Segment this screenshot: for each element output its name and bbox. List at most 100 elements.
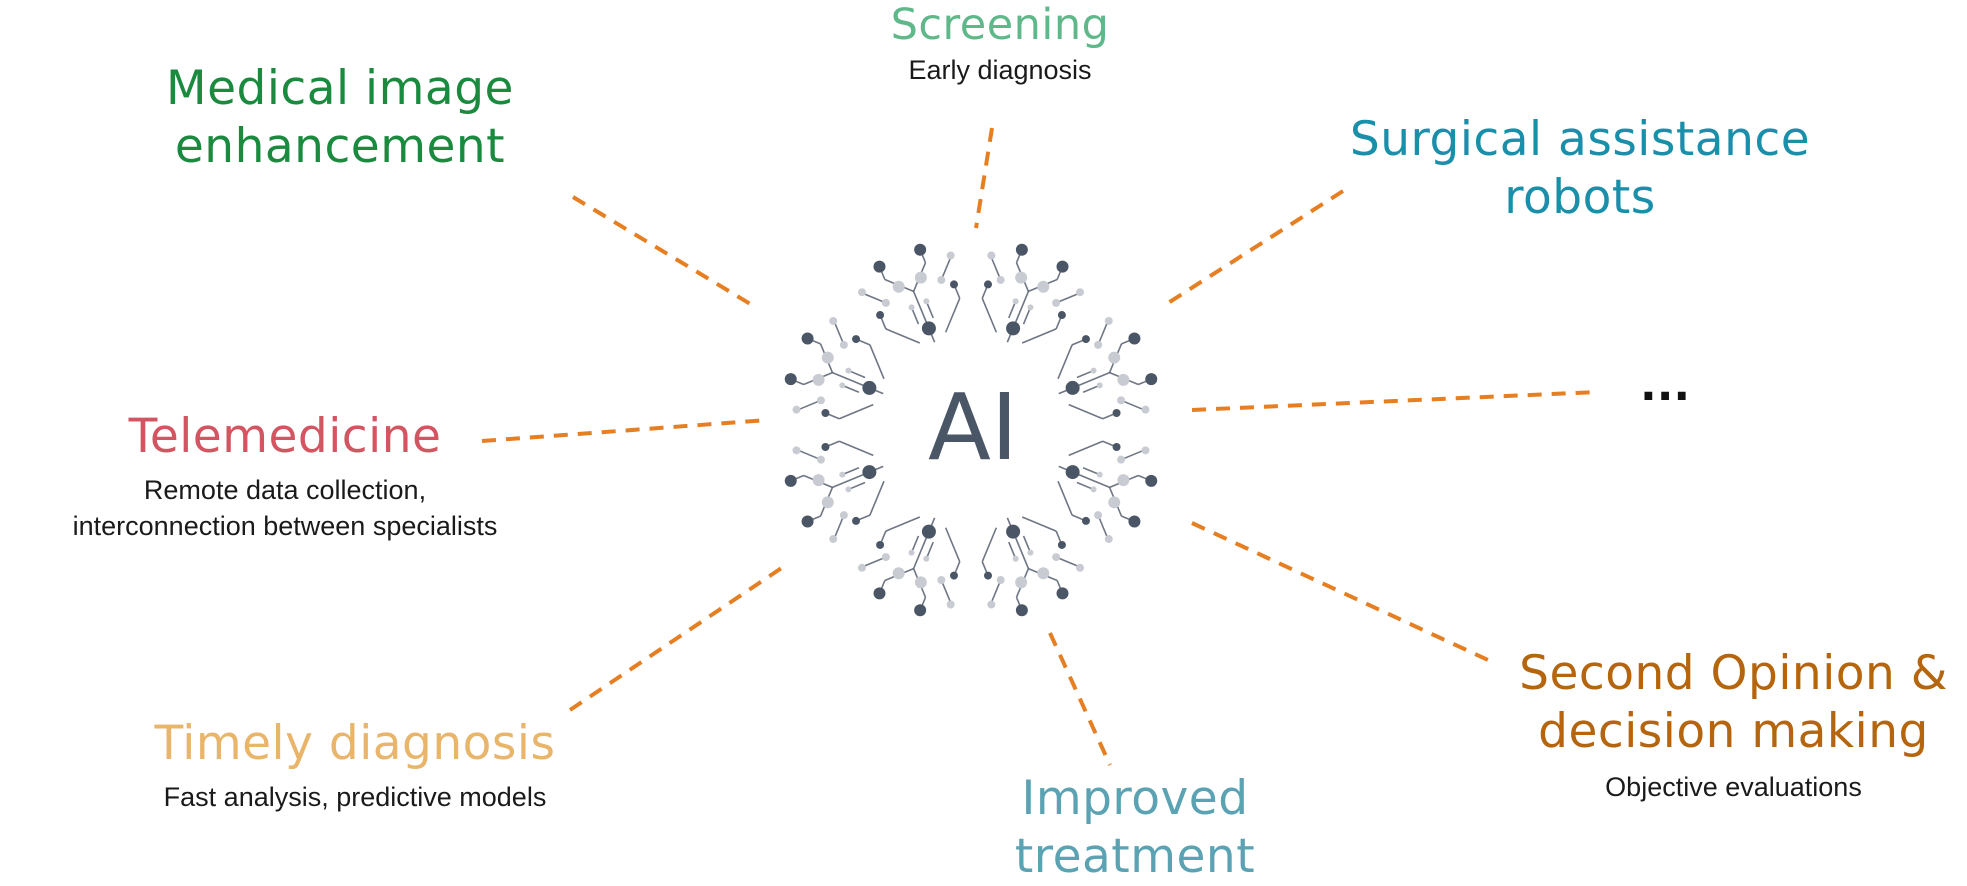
circuit-node (1056, 260, 1069, 273)
circuit-trace (990, 579, 1002, 604)
circuit-node (784, 373, 797, 386)
circuit-node-light (1117, 373, 1130, 386)
circuit-node-light (1037, 567, 1050, 580)
node-telemedicine: Telemedicine Remote data collection, int… (0, 408, 570, 544)
circuit-trace (1068, 403, 1104, 420)
circuit-trace (885, 328, 921, 344)
circuit-node-light (829, 316, 838, 325)
circuit-trace (1076, 481, 1093, 490)
circuit-node-light (892, 280, 905, 293)
node-surgical-assistance-robots: Surgical assistance robots (1320, 111, 1840, 227)
surgical-title-line2: robots (1504, 170, 1656, 225)
circuit-node-light (845, 367, 852, 374)
connector-surgical (1163, 189, 1345, 307)
timely-subtitle: Fast analysis, predictive models (163, 782, 547, 812)
screening-subtitle: Early diagnosis (908, 55, 1092, 85)
circuit-node-light (1090, 367, 1097, 374)
circuit-node (1006, 321, 1021, 336)
circuit-trace (1008, 541, 1017, 559)
circuit-node (876, 540, 885, 549)
connector-timely (568, 563, 788, 712)
circuit-node-light (987, 600, 996, 609)
circuit-trace (1055, 556, 1080, 568)
circuit-node-light (1108, 351, 1121, 364)
circuit-node-light (792, 446, 801, 455)
circuit-trace (842, 384, 860, 393)
circuit-node-light (914, 271, 927, 284)
circuit-node (801, 332, 814, 345)
circuit-node (1006, 524, 1021, 539)
circuit-node-light (908, 304, 915, 311)
connector-second-opinion (1191, 521, 1489, 662)
connector-screening (974, 127, 994, 229)
circuit-node-light (1104, 316, 1113, 325)
circuit-trace (838, 403, 874, 420)
circuit-node-light (1012, 298, 1019, 305)
circuit-node-light (1094, 340, 1103, 349)
circuit-node-light (812, 474, 825, 487)
circuit-node-light (839, 471, 846, 478)
circuit-node-light (839, 511, 848, 520)
circuit-node-light (816, 396, 825, 405)
circuit-node-light (857, 563, 866, 572)
circuit-trace (797, 449, 822, 461)
circuit-node-light (1117, 396, 1126, 405)
timely-title: Timely diagnosis (154, 716, 556, 771)
circuit-trace (911, 535, 920, 552)
circuit-node (1015, 604, 1028, 617)
circuit-node-light (1141, 446, 1150, 455)
circuit-node (821, 408, 830, 417)
circuit-node-light (1117, 474, 1130, 487)
circuit-trace (944, 297, 961, 333)
circuit-trace (1120, 449, 1145, 461)
circuit-trace (1057, 344, 1073, 380)
circuit-node-light (892, 567, 905, 580)
circuit-trace (797, 399, 822, 411)
circuit-trace (1021, 328, 1057, 344)
circuit-trace (833, 514, 845, 539)
circuit-trace (1008, 301, 1017, 319)
node-second-opinion: Second Opinion & decision making Objecti… (1500, 645, 1967, 805)
circuit-node (1145, 474, 1158, 487)
circuit-trace (1055, 292, 1080, 304)
circuit-node-light (923, 555, 930, 562)
circuit-node (1112, 408, 1121, 417)
circuit-node-light (845, 486, 852, 493)
circuit-node-light (839, 382, 846, 389)
circuit-node-light (1090, 486, 1097, 493)
circuit-node (876, 311, 885, 320)
circuit-node-light (829, 535, 838, 544)
circuit-node-light (792, 405, 801, 414)
connector-improved (1048, 632, 1112, 766)
circuit-trace (1068, 440, 1104, 457)
circuit-node-light (1104, 535, 1113, 544)
circuit-node (984, 280, 993, 289)
ai-circuit-icon (784, 243, 1158, 617)
node-timely-diagnosis: Timely diagnosis Fast analysis, predicti… (90, 715, 620, 815)
circuit-node (1081, 516, 1090, 525)
circuit-node-light (1037, 280, 1050, 293)
circuit-trace (838, 440, 874, 457)
medical-image-title-line1: Medical image (166, 61, 514, 116)
circuit-node-light (1094, 511, 1103, 520)
circuit-trace (981, 297, 998, 333)
circuit-node-light (923, 298, 930, 305)
circuit-node (852, 516, 861, 525)
circuit-node (1081, 335, 1090, 344)
circuit-node-light (1096, 382, 1103, 389)
more-ellipsis: ... (1640, 360, 1691, 411)
second-opinion-title-line2: decision making (1538, 704, 1929, 759)
circuit-trace (925, 541, 934, 559)
circuit-node-light (812, 373, 825, 386)
circuit-trace (1076, 370, 1093, 379)
circuit-node-light (1027, 304, 1034, 311)
circuit-node-light (857, 288, 866, 297)
circuit-trace (1022, 308, 1031, 325)
telemedicine-subtitle-line1: Remote data collection, (143, 475, 427, 505)
circuit-node-light (937, 275, 946, 284)
circuit-node-light (946, 251, 955, 260)
circuit-node (1128, 515, 1141, 528)
circuit-node (914, 243, 927, 256)
circuit-node-light (821, 496, 834, 509)
